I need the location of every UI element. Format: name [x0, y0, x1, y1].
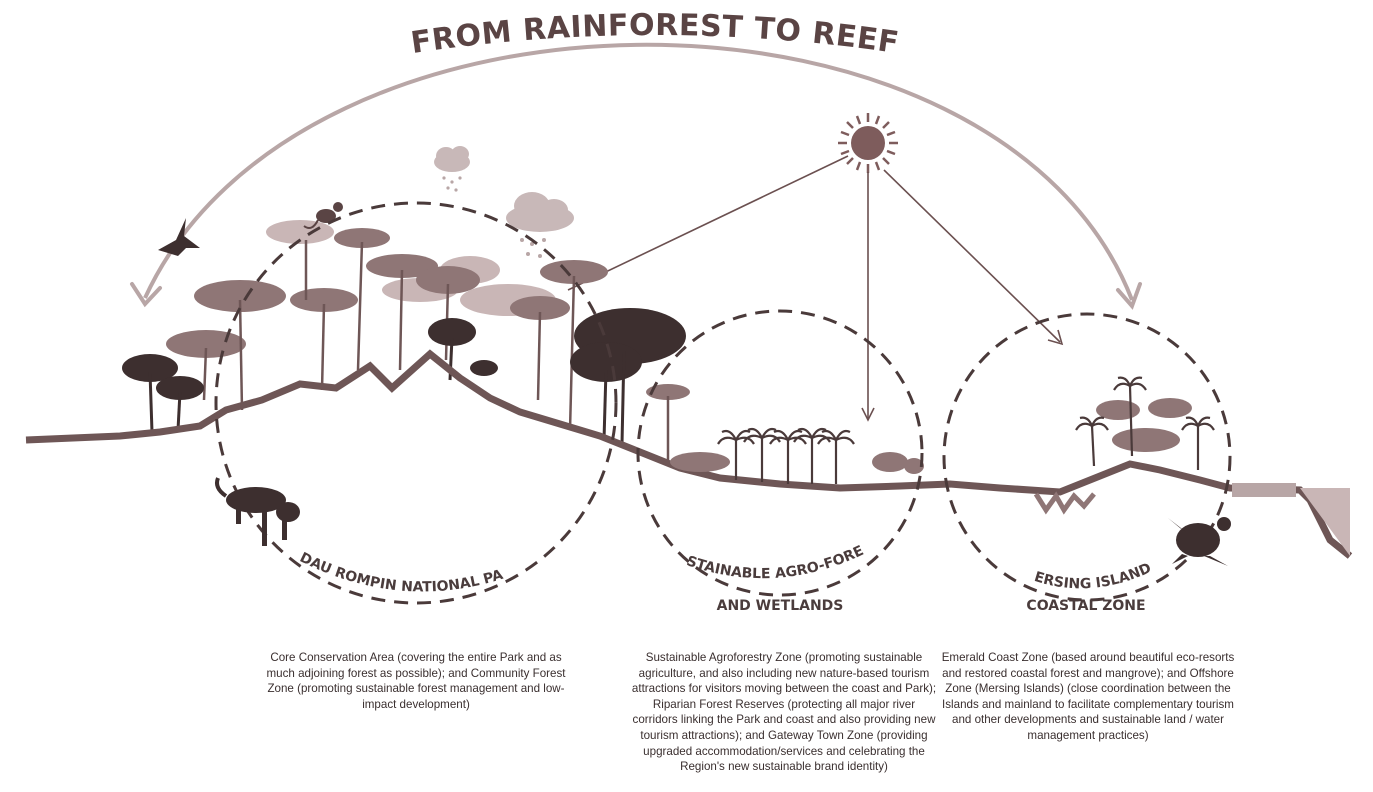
zone-label-agro-forests-line2: AND WETLANDS: [717, 598, 844, 614]
zone-description-coastal: Emerald Coast Zone (based around beautif…: [940, 650, 1236, 744]
cloud-rain-icon: [434, 146, 470, 192]
sunlight-arrows: [568, 156, 1062, 420]
zone-label-coastal-line2: COASTAL ZONE: [1026, 598, 1145, 614]
rainforest-to-reef-arrow: [132, 45, 1140, 306]
zone-circle-agro-forests: [638, 311, 922, 595]
zone-description-national-park: Core Conservation Area (covering the ent…: [258, 650, 574, 712]
cloud-rain-icon: [506, 192, 574, 258]
zone-circle-coastal: [944, 314, 1230, 600]
turtle-icon: [1168, 517, 1231, 566]
sun-icon: [838, 113, 898, 173]
tiger-icon: [217, 478, 300, 546]
island-trees: [1076, 378, 1214, 470]
zone-description-agro-forests: Sustainable Agroforestry Zone (promoting…: [630, 650, 938, 775]
diagram-title: FROM RAINFOREST TO REEF: [409, 8, 902, 61]
wetland-shrubs: [670, 452, 924, 474]
palm-icon: [718, 429, 854, 484]
zone-label-coastal: MERSING ISLANDS: [0, 0, 1154, 592]
